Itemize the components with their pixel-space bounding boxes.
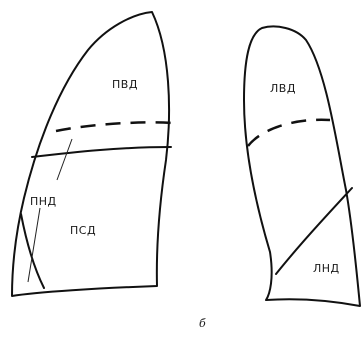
- right-lung-dashed-fissure: [56, 122, 174, 131]
- left-lung: [244, 27, 360, 307]
- label-pvd: ПВД: [112, 78, 138, 91]
- label-psd: ПСД: [70, 224, 96, 237]
- label-lvd: ЛВД: [270, 82, 296, 95]
- right-lung: [12, 12, 174, 296]
- pnd-leader-bottom: [28, 208, 40, 282]
- label-pnd: ПНД: [30, 195, 57, 208]
- pnd-leader-top: [57, 139, 72, 180]
- left-lung-dashed-fissure: [248, 120, 330, 146]
- right-lung-outline: [12, 12, 169, 296]
- label-lnd: ЛНД: [313, 262, 340, 275]
- right-lung-oblique-fissure: [21, 214, 44, 288]
- right-lung-horizontal-fissure: [32, 147, 171, 157]
- left-lung-outline: [244, 27, 360, 307]
- figure-caption: б: [199, 317, 206, 330]
